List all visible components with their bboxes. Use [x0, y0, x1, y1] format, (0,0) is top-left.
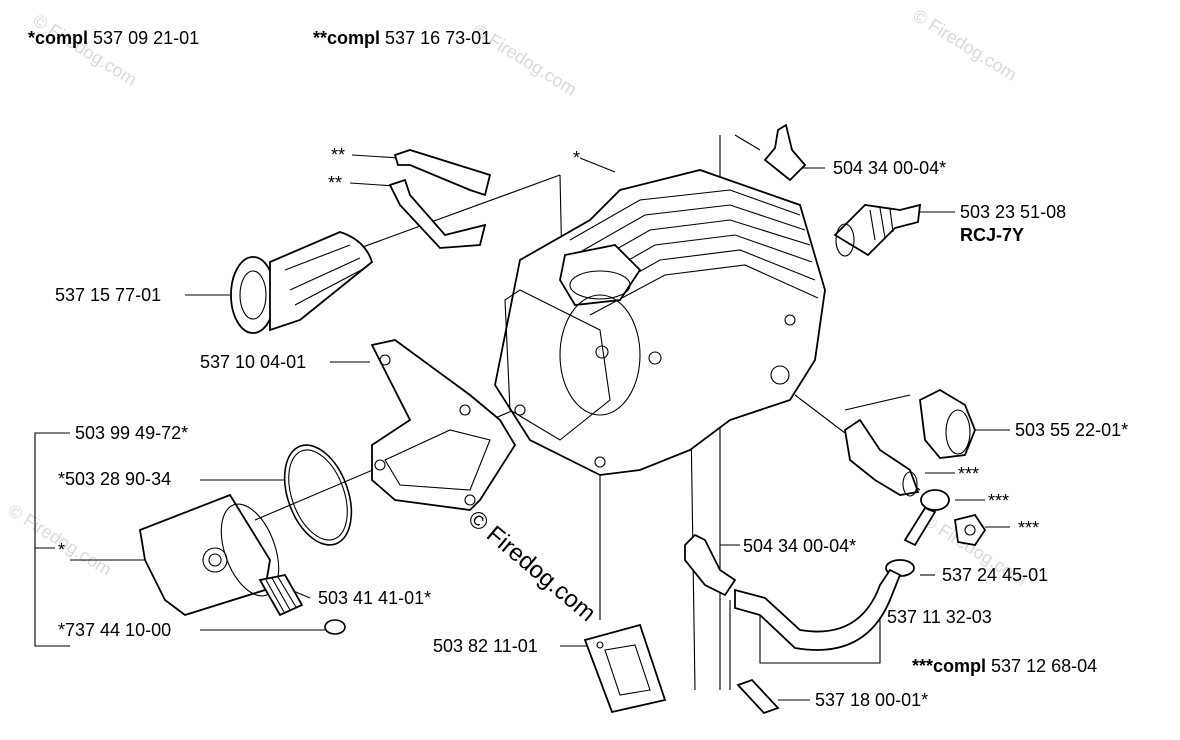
part-number-label[interactable]: 537 24 45-01 [942, 565, 1049, 585]
spark-plug-icon [833, 203, 922, 257]
washer-icon [953, 513, 987, 546]
compl-kit-label-2: **compl 537 16 73-01 [313, 28, 492, 48]
part-number-label[interactable]: 537 18 00-01* [815, 690, 929, 710]
part-number-label[interactable]: 537 15 77-01 [55, 285, 162, 305]
intake-boot-icon [230, 231, 374, 334]
part-number-label[interactable]: 503 99 49-72* [75, 423, 189, 443]
muffler-gasket-icon [583, 623, 667, 714]
circlip-icon [324, 619, 346, 635]
elbow-fitting-icon [684, 533, 737, 597]
banjo-fitting-icon [903, 489, 950, 547]
screw-plug-icon [919, 388, 976, 459]
star-marker: *** [988, 491, 1010, 511]
part-number-label[interactable]: 504 34 00-04* [743, 536, 857, 556]
hose-icon [734, 568, 902, 651]
part-number-label[interactable]: *503 28 90-34 [58, 469, 172, 489]
compl-kit-label-1: *compl 537 09 21-01 [28, 28, 200, 48]
cylinder-gasket-icon [370, 339, 517, 511]
sleeve-icon [736, 678, 780, 715]
cylinder-icon [494, 169, 826, 476]
part-number-label[interactable]: 503 23 51-08 [960, 202, 1067, 222]
part-number-label[interactable]: *737 44 10-00 [58, 620, 172, 640]
compl-kit-label-3: ***compl 537 12 68-04 [912, 656, 1098, 676]
clip-lower-icon [388, 178, 487, 249]
part-number-label[interactable]: 503 82 11-01 [433, 636, 538, 656]
part-number-label[interactable]: 537 10 04-01 [200, 352, 307, 372]
piston-ring-icon [283, 444, 353, 546]
part-number-label[interactable]: 537 11 32-03 [887, 607, 992, 627]
star-marker: *** [1018, 518, 1040, 538]
star-marker: * [58, 540, 66, 560]
needle-bearing-icon [258, 573, 304, 617]
part-number-label[interactable]: 503 55 22-01* [1015, 420, 1129, 440]
spark-plug-type-label: RCJ-7Y [960, 225, 1025, 245]
star-marker: * [573, 148, 581, 168]
piston-icon [138, 493, 280, 616]
part-number-label[interactable]: 503 41 41-01* [318, 588, 432, 608]
star-marker: *** [958, 464, 980, 484]
star-marker: ** [328, 173, 343, 193]
star-marker: ** [331, 145, 346, 165]
decompression-valve-icon [844, 418, 920, 497]
nipple-fitting-icon [763, 123, 807, 182]
clip-upper-icon [393, 149, 492, 197]
part-number-label[interactable]: 504 34 00-04* [833, 158, 947, 178]
